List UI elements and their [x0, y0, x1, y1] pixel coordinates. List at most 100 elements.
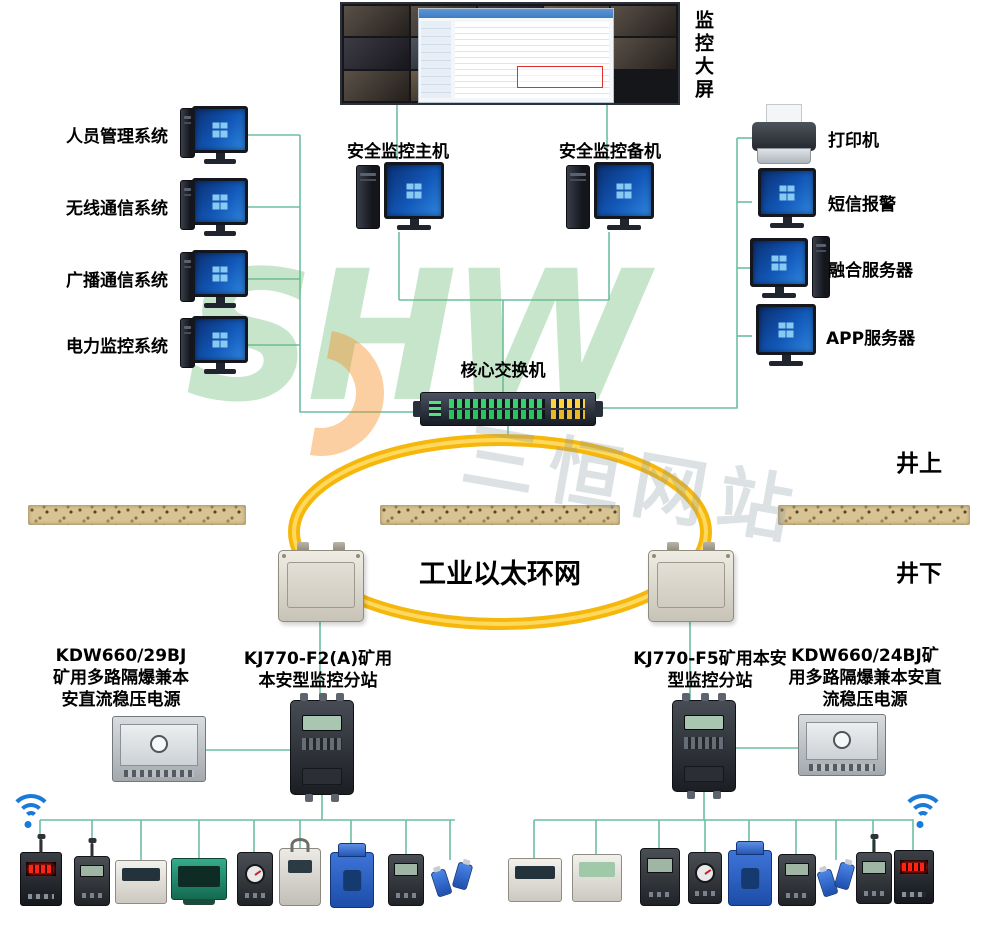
cable-clamp-pair [816, 860, 856, 902]
monitor-neck [782, 217, 792, 223]
cable-gland [682, 693, 691, 701]
lcd-display [862, 861, 886, 874]
windows-logo-icon [212, 194, 228, 209]
camera-feed [344, 70, 409, 101]
monitor-base [203, 231, 237, 236]
label-printer: 打印机 [828, 131, 879, 151]
antenna [870, 834, 878, 853]
cable-gland [332, 542, 345, 551]
monitor-neck [215, 363, 225, 369]
ring-junction-box-right [648, 542, 734, 622]
blue-valve-sensor [728, 850, 772, 906]
buttons [863, 891, 885, 896]
monitor-icon [192, 250, 248, 308]
monitor-neck [619, 219, 629, 225]
cable-gland [331, 794, 340, 802]
white-display-sensor [572, 854, 622, 902]
windows-logo-icon [212, 122, 228, 137]
lcd-display [122, 867, 160, 882]
gauge-sensor [237, 852, 273, 906]
monitor-base [606, 225, 642, 230]
label-sms-alert: 短信报警 [828, 195, 896, 215]
cable-gland [700, 693, 709, 701]
cable-clamp [833, 861, 856, 891]
display-sensor [778, 854, 816, 906]
lcd-display [647, 857, 673, 873]
monitor-icon [384, 162, 444, 230]
label-left-substation: KJ770-F2(A)矿用本安型监控分站 [243, 649, 393, 692]
server-tower [812, 236, 830, 298]
monitor-neck [215, 153, 225, 159]
buttons [244, 892, 266, 898]
power-supply-left [112, 716, 206, 782]
monitor-neck [215, 225, 225, 231]
buttons [648, 891, 672, 898]
windows-logo-icon [778, 322, 794, 337]
buttons [28, 893, 54, 899]
lcd-display [784, 863, 810, 876]
monitor-icon [192, 316, 248, 374]
app-server-monitor [756, 304, 816, 366]
bolt [726, 554, 730, 558]
printer-body [752, 122, 816, 151]
monitor-wireless-system [180, 178, 248, 236]
camera-feed [611, 6, 676, 37]
cable-clamp [430, 868, 453, 898]
video-wall-label: 监控大屏 [692, 10, 714, 102]
lcd-display [288, 860, 312, 873]
cable-gland [300, 693, 309, 701]
monitor-base [770, 223, 804, 228]
terminal-strip [124, 770, 194, 777]
monitor-icon [192, 178, 248, 236]
antenna-sensor [74, 838, 110, 906]
led-display [899, 860, 929, 874]
switch-uplink-ports [551, 410, 585, 419]
computer-tower [566, 165, 590, 229]
screen [756, 304, 816, 355]
ground-strip-right [778, 505, 970, 525]
wifi-icon [900, 794, 946, 834]
software-header [419, 9, 613, 18]
printer-icon [752, 104, 816, 164]
windows-logo-icon [406, 183, 422, 198]
led-display [25, 862, 57, 876]
lcd-display [394, 863, 418, 876]
label-wireless-system: 无线通信系统 [66, 199, 168, 219]
label-right-substation: KJ770-F5矿用本安型监控分站 [633, 649, 787, 692]
dark-sensor [640, 848, 680, 906]
video-wall [340, 2, 680, 105]
monitor-base [768, 361, 804, 366]
wifi-icon [8, 794, 54, 834]
screen [750, 238, 808, 287]
label-backup-host: 安全监控备机 [559, 142, 661, 162]
lcd-display [80, 864, 104, 878]
power-supply-right [798, 714, 886, 776]
box-panel [287, 562, 355, 608]
fusion-server [750, 236, 830, 300]
switch-uplink-ports [551, 399, 585, 408]
screen [192, 250, 248, 297]
gauge-dial [245, 863, 265, 884]
substation-keys [684, 737, 724, 749]
screen [192, 316, 248, 363]
label-right-power-supply: KDW660/24BJ矿用多路隔爆兼本安直流稳压电源 [788, 646, 942, 711]
buttons [395, 893, 417, 898]
monitor-broadcast-system [180, 250, 248, 308]
screen [384, 162, 444, 219]
substation-keys [302, 738, 342, 751]
box-panel [657, 562, 725, 608]
meter-dial [150, 734, 168, 753]
bolt [282, 554, 286, 558]
substation-panel [684, 765, 724, 782]
windows-logo-icon [212, 332, 228, 347]
substation-left [290, 693, 354, 802]
monitor-neck [781, 355, 791, 361]
monitor-power-system [180, 316, 248, 374]
substation-screen [684, 714, 724, 730]
monitor-base [396, 225, 432, 230]
terminal-strip [809, 764, 875, 771]
sms-alert-monitor [758, 168, 816, 228]
monitor-neck [215, 297, 225, 303]
cable-gland [297, 542, 310, 551]
